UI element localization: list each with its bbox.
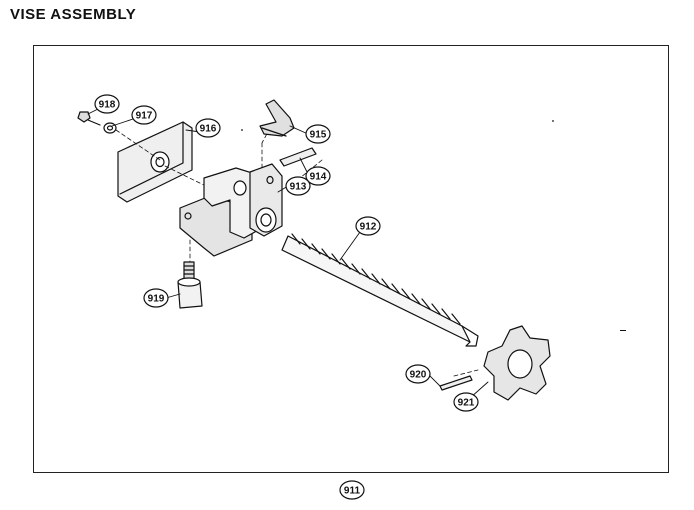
callout-916: 916 — [195, 118, 221, 138]
callout-919: 919 — [143, 288, 169, 308]
callout-913-label: 913 — [290, 182, 307, 193]
callout-914: 914 — [305, 166, 331, 186]
page-title: VISE ASSEMBLY — [10, 6, 137, 23]
callout-917-label: 917 — [136, 111, 153, 122]
lead-screw-part — [281, 233, 479, 347]
callout-921-label: 921 — [458, 398, 475, 409]
callout-911-assembly: 911 — [339, 480, 365, 500]
screw-part — [77, 111, 101, 126]
callout-920-label: 920 — [410, 370, 427, 381]
washer-part — [103, 122, 117, 134]
assembly-number-label: 911 — [344, 486, 361, 497]
callout-913: 913 — [285, 176, 311, 196]
scan-specks — [241, 120, 626, 331]
lever-part — [259, 99, 295, 137]
callout-915: 915 — [305, 124, 331, 144]
callout-912: 912 — [355, 216, 381, 236]
callouts: 918 917 916 915 914 913 912 919 — [94, 94, 479, 500]
callout-921: 921 — [453, 392, 479, 412]
drawing-frame — [33, 45, 669, 473]
callout-912-label: 912 — [360, 222, 377, 233]
pin-part — [279, 147, 317, 167]
callout-918-label: 918 — [99, 100, 116, 111]
callout-919-label: 919 — [148, 294, 165, 305]
callout-917: 917 — [131, 105, 157, 125]
vise-body-part — [179, 163, 283, 257]
callout-918: 918 — [94, 94, 120, 114]
clamp-plate-part — [117, 121, 193, 203]
callout-920: 920 — [405, 364, 431, 384]
star-knob-part — [483, 325, 551, 401]
callout-914-label: 914 — [310, 172, 327, 183]
small-pin-part — [439, 375, 473, 391]
stud-part — [177, 261, 203, 309]
callout-915-label: 915 — [310, 130, 327, 141]
callout-916-label: 916 — [200, 124, 217, 135]
